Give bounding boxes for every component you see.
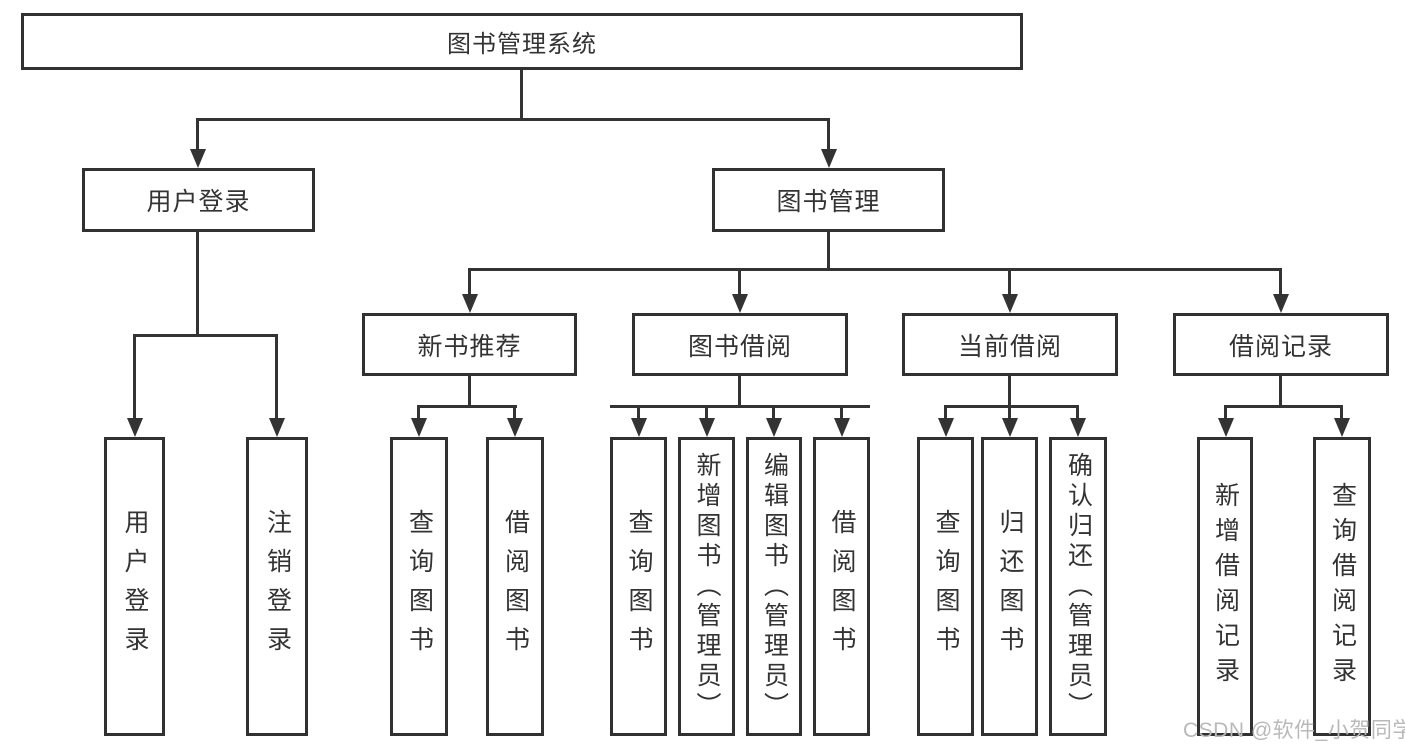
node-library-management-system: 图书管理系统 (21, 13, 1023, 70)
arrow-down-icon (765, 405, 782, 437)
node-bb-add-books-admin: 新增图书（管理员） (678, 437, 735, 736)
node-bb-query-books: 查询图书 (610, 437, 667, 736)
arrow-down-icon (630, 405, 647, 437)
node-label: 查询图书 (405, 508, 434, 665)
connector-vline (468, 376, 471, 407)
arrow-down-icon (820, 118, 837, 168)
arrow-down-icon (1272, 268, 1289, 313)
arrow-down-icon (1001, 268, 1018, 313)
arrow-down-icon (1217, 405, 1234, 437)
node-logout-login: 注销登录 (246, 437, 308, 736)
arrow-down-icon (506, 405, 523, 437)
node-label: 图书借阅 (687, 332, 792, 361)
arrow-down-icon (189, 118, 206, 168)
node-label: 查询图书 (932, 508, 960, 665)
node-br-add-record: 新增借阅记录 (1197, 437, 1253, 736)
connector-hline (133, 334, 278, 337)
connector-hline (944, 405, 1079, 408)
node-label: 编辑图书（管理员） (760, 451, 789, 722)
node-cb-query-books: 查询图书 (917, 437, 974, 736)
arrow-down-icon (410, 405, 427, 437)
node-current-borrowing: 当前借阅 (902, 313, 1118, 376)
arrow-down-icon (1333, 405, 1350, 437)
node-borrowing-records: 借阅记录 (1173, 313, 1389, 376)
node-label: 新书推荐 (417, 332, 522, 361)
node-label: 新增图书（管理员） (693, 451, 721, 722)
connector-vline (738, 376, 741, 407)
connector-vline (196, 232, 199, 336)
node-label: 查询借阅记录 (1328, 481, 1357, 692)
node-label: 新增借阅记录 (1211, 481, 1240, 692)
node-label: 图书管理系统 (447, 31, 597, 58)
connector-vline (520, 70, 523, 118)
node-label: 借阅图书 (501, 508, 530, 665)
node-nb-query-books: 查询图书 (390, 437, 448, 736)
node-label: 借阅记录 (1228, 332, 1333, 361)
connector-hline (610, 405, 870, 408)
node-new-book-recommend: 新书推荐 (362, 313, 577, 376)
node-label: 查询图书 (625, 508, 653, 665)
arrow-down-icon (937, 405, 954, 437)
node-book-borrowing: 图书借阅 (632, 313, 848, 376)
connector-vline (827, 232, 830, 270)
arrow-down-icon (1069, 405, 1086, 437)
node-bb-edit-books-admin: 编辑图书（管理员） (746, 437, 802, 736)
node-user-login: 用户登录 (82, 168, 315, 232)
connector-vline (1008, 376, 1011, 407)
node-label: 确认归还（管理员） (1064, 451, 1093, 722)
node-cb-return-books: 归还图书 (981, 437, 1038, 736)
connector-hline (196, 118, 830, 121)
node-br-query-record: 查询借阅记录 (1313, 437, 1371, 736)
node-label: 用户登录 (121, 508, 149, 665)
node-label: 用户登录 (146, 188, 251, 216)
node-label: 归还图书 (996, 508, 1024, 665)
connector-vline (1279, 376, 1282, 407)
node-cb-confirm-return-admin: 确认归还（管理员） (1049, 437, 1107, 736)
node-nb-borrow-books: 借阅图书 (486, 437, 544, 736)
arrow-down-icon (833, 405, 850, 437)
arrow-down-icon (731, 268, 748, 313)
connector-hline (417, 405, 517, 408)
node-label: 借阅图书 (828, 508, 856, 665)
connector-hline (1224, 405, 1342, 408)
arrow-down-icon (126, 334, 143, 437)
node-label: 图书管理 (776, 188, 881, 216)
arrow-down-icon (461, 268, 478, 313)
node-label: 当前借阅 (957, 332, 1062, 361)
node-label: 注销登录 (263, 508, 292, 665)
connector-hline (468, 268, 1282, 271)
node-book-management: 图书管理 (712, 168, 945, 232)
arrow-down-icon (268, 334, 285, 437)
node-user-login-leaf: 用户登录 (104, 437, 165, 736)
arrow-down-icon (1001, 405, 1018, 437)
node-bb-borrow-books: 借阅图书 (813, 437, 870, 736)
csdn-watermark: CSDN @软件_小贺同学 (1183, 719, 1405, 742)
arrow-down-icon (698, 405, 715, 437)
